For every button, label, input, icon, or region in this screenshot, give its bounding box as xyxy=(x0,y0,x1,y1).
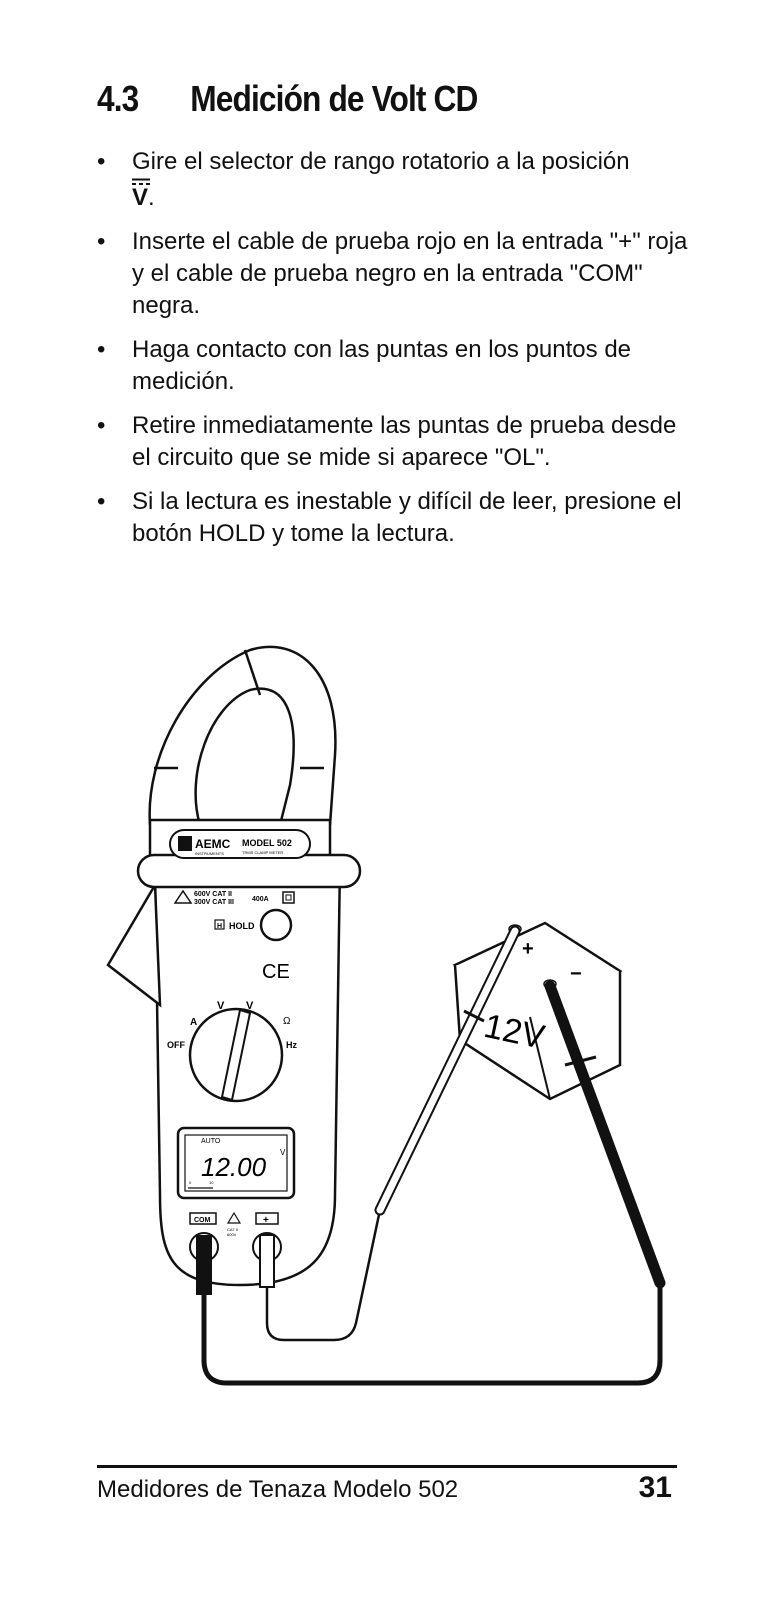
ce-mark: CE xyxy=(262,961,290,983)
dial-label-off: OFF xyxy=(167,1040,185,1050)
lcd-scale-10: 10 xyxy=(209,1180,214,1185)
list-item: • Retire inmediatamente las puntas de pr… xyxy=(97,410,697,474)
plus-jack-label-box xyxy=(255,1212,279,1225)
black-probe xyxy=(544,980,666,1289)
red-probe xyxy=(376,927,519,1214)
warning-triangle-icon xyxy=(173,889,193,904)
aemc-logo-icon xyxy=(178,836,192,851)
com-jack-label-box xyxy=(189,1212,217,1225)
brand-sub: INSTRUMENTS xyxy=(195,851,224,856)
bullet-glyph: • xyxy=(97,488,106,515)
list-item: • Gire el selector de rango rotatorio a … xyxy=(97,146,697,214)
dc-symbol-icon xyxy=(132,178,150,185)
clamp-meter-illustration: AEMC INSTRUMENTS MODEL 502 TRMS CLAMP ME… xyxy=(106,645,666,1386)
hold-h-letter: H xyxy=(217,923,222,930)
section-heading: 4.3 Medición de Volt CD xyxy=(97,78,478,120)
double-insulation-icon xyxy=(282,891,295,904)
red-test-lead-wire xyxy=(265,1209,382,1342)
rating-line-2: 300V CAT III xyxy=(194,899,234,906)
hold-button[interactable] xyxy=(259,908,293,942)
jack-warning-icon xyxy=(226,1211,242,1224)
black-probe-guard xyxy=(564,1055,597,1067)
list-item-text: Gire el selector de rango rotatorio a la… xyxy=(132,148,630,175)
section-title: Medición de Volt CD xyxy=(190,78,478,119)
dial-label-hz: Hz xyxy=(286,1040,297,1050)
rating-current: 400A xyxy=(252,896,269,903)
battery-minus-mark: − xyxy=(570,963,582,985)
jack-rating-2: 600V xyxy=(227,1232,237,1237)
bullet-glyph: • xyxy=(97,412,106,439)
dc-voltage-symbol: V xyxy=(132,178,150,214)
list-item-text: Si la lectura es inestable y difícil de … xyxy=(132,488,682,547)
black-plug xyxy=(196,1235,212,1295)
footer-title: Medidores de Tenaza Modelo 502 xyxy=(97,1476,459,1503)
bullet-glyph: • xyxy=(97,336,106,363)
dial-label-a: A xyxy=(190,1017,197,1028)
dial-label-v-dc: V xyxy=(246,1000,254,1012)
instruction-list: • Gire el selector de rango rotatorio a … xyxy=(97,146,697,562)
hold-h-box xyxy=(214,919,225,930)
bullet-glyph: • xyxy=(97,228,106,255)
dial-pointer xyxy=(220,1008,252,1102)
dial-label-v-ac: V xyxy=(217,1000,225,1012)
page-number: 31 xyxy=(638,1471,672,1504)
lcd-unit: V xyxy=(280,1148,286,1157)
list-item: • Si la lectura es inestable y difícil d… xyxy=(97,486,697,550)
battery-plus-mark: + xyxy=(522,938,534,960)
brand-name: AEMC xyxy=(195,837,231,851)
footer-divider xyxy=(97,1465,677,1468)
black-test-lead-wire xyxy=(201,1280,663,1386)
lcd-auto: AUTO xyxy=(201,1138,221,1145)
list-item: • Inserte el cable de prueba rojo en la … xyxy=(97,226,697,322)
header-band xyxy=(136,853,362,889)
list-item-text: Inserte el cable de prueba rojo en la en… xyxy=(132,228,688,319)
list-item-text: Retire inmediatamente las puntas de prue… xyxy=(132,412,677,471)
lcd-screen xyxy=(184,1134,288,1192)
red-probe-guard xyxy=(463,1009,485,1023)
lcd-scale-0: 0 xyxy=(189,1180,192,1185)
jack-rating-1: CAT II xyxy=(227,1227,238,1232)
bullet-glyph: • xyxy=(97,148,106,175)
red-plug xyxy=(259,1234,275,1288)
model-name: MODEL 502 xyxy=(242,838,292,848)
list-item-text: Haga contacto con las puntas en los punt… xyxy=(132,336,632,395)
rating-line-1: 600V CAT II xyxy=(194,891,232,898)
dc-symbol-letter: V xyxy=(132,184,149,211)
plus-jack-label: + xyxy=(263,1215,269,1226)
section-number: 4.3 xyxy=(97,78,139,119)
list-item: • Haga contacto con las puntas en los pu… xyxy=(97,334,697,398)
list-item-tail: . xyxy=(148,184,155,211)
clamp-jaws xyxy=(148,645,337,826)
jaw-trigger xyxy=(106,880,162,1008)
brand-plate xyxy=(169,829,311,859)
com-jack-label: COM xyxy=(194,1217,211,1224)
hold-label: HOLD xyxy=(229,921,255,931)
model-sub: TRMS CLAMP METER xyxy=(242,850,283,855)
lcd-reading: 12.00 xyxy=(201,1152,267,1182)
dial-label-ohm: Ω xyxy=(283,1016,291,1027)
